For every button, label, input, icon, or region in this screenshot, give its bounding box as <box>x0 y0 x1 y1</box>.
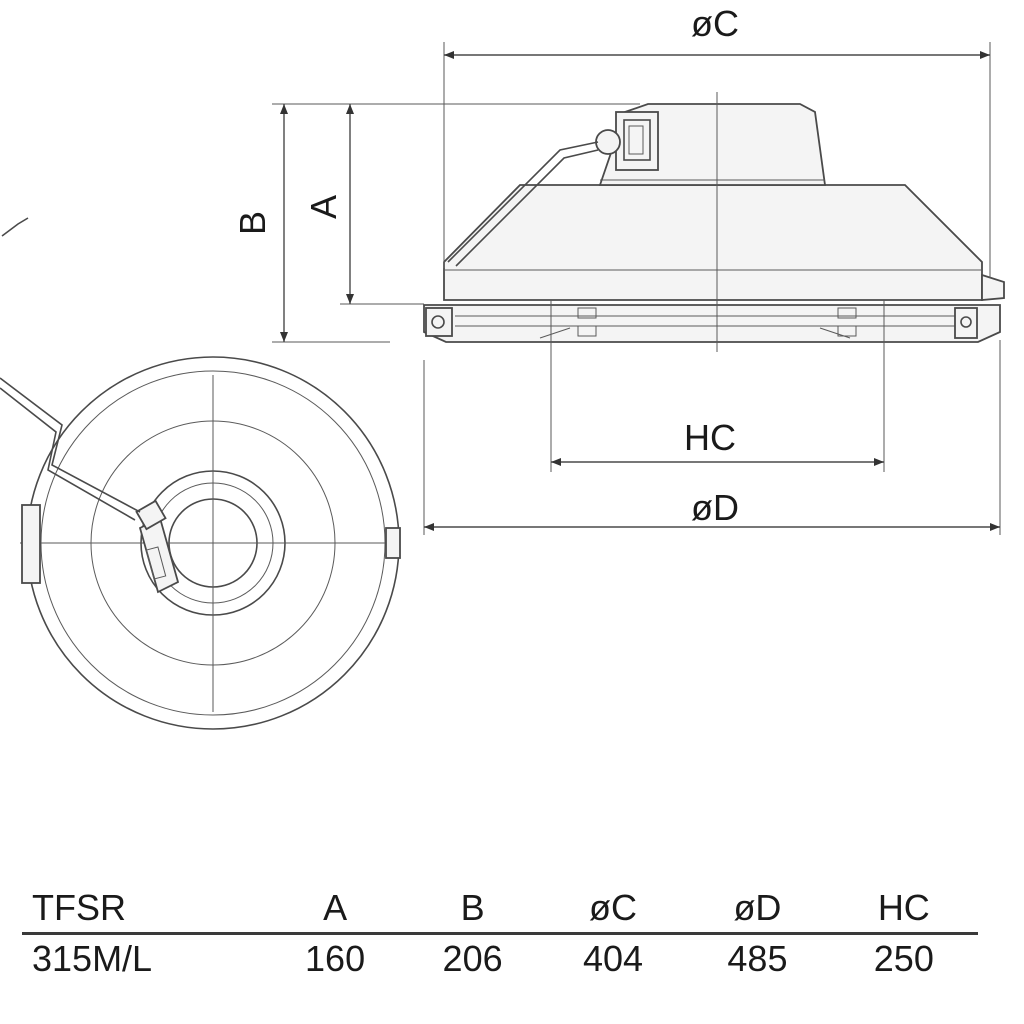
top-view <box>0 356 401 730</box>
cable-top <box>0 377 141 513</box>
gland-top <box>135 499 167 531</box>
col-header-d: øD <box>733 887 782 928</box>
col-header-a: A <box>323 887 348 928</box>
col-header-c: øC <box>589 887 638 928</box>
base-flange <box>423 304 1001 343</box>
side-lug-left <box>21 504 41 584</box>
dim-c-label: øC <box>691 3 739 44</box>
cell-hc: 250 <box>873 938 934 979</box>
cell-a: 160 <box>305 938 366 979</box>
dimensions-table: TFSR A B øC øD HC 315M/L 160 206 404 485… <box>22 884 978 983</box>
cable-gland <box>595 129 621 155</box>
dim-b-label: B <box>232 211 273 235</box>
col-header-model: TFSR <box>32 887 126 928</box>
cable <box>447 141 599 263</box>
side-view: øC B A HC øD <box>232 3 1005 535</box>
mounting-lug-left <box>425 307 453 337</box>
dim-d-label: øD <box>691 487 739 528</box>
col-header-b: B <box>460 887 485 928</box>
cell-b: 206 <box>442 938 503 979</box>
technical-drawing: øC B A HC øD <box>0 3 1005 730</box>
cell-model: 315M/L <box>32 938 153 979</box>
col-header-hc: HC <box>877 887 930 928</box>
housing <box>443 184 983 301</box>
dim-hc-label: HC <box>684 417 736 458</box>
dim-a-label: A <box>303 195 344 219</box>
table-row: 315M/L 160 206 404 485 250 <box>22 934 978 984</box>
cell-c: 404 <box>583 938 644 979</box>
cell-d: 485 <box>727 938 788 979</box>
table-header-row: TFSR A B øC øD HC <box>22 884 978 934</box>
side-lug-right <box>385 527 401 559</box>
